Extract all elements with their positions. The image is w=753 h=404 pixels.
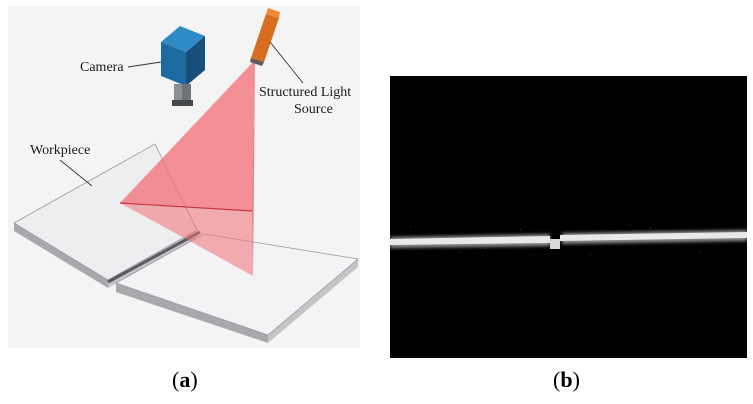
caption-a: (a) xyxy=(172,367,198,392)
workpiece-label: Workpiece xyxy=(30,143,91,158)
sensor-noise xyxy=(410,225,701,255)
light-source-leader-line xyxy=(269,41,304,84)
light-source-icon xyxy=(250,8,280,66)
camera-label: Camera xyxy=(80,60,124,75)
camera-leader-line xyxy=(127,61,162,68)
laser-stripe-image xyxy=(390,76,747,358)
camera-icon xyxy=(161,26,205,106)
seam-notch xyxy=(550,239,560,249)
structured-light-label-line1: Structured Light xyxy=(259,85,352,100)
structured-light-label-line2: Source xyxy=(294,102,333,117)
laser-plane xyxy=(119,60,255,276)
setup-schematic xyxy=(8,6,360,348)
caption-b: (b) xyxy=(553,367,580,392)
workpiece-leader-line xyxy=(59,159,93,187)
laser-stripe-right xyxy=(560,232,747,241)
laser-stripe-left xyxy=(390,236,550,245)
